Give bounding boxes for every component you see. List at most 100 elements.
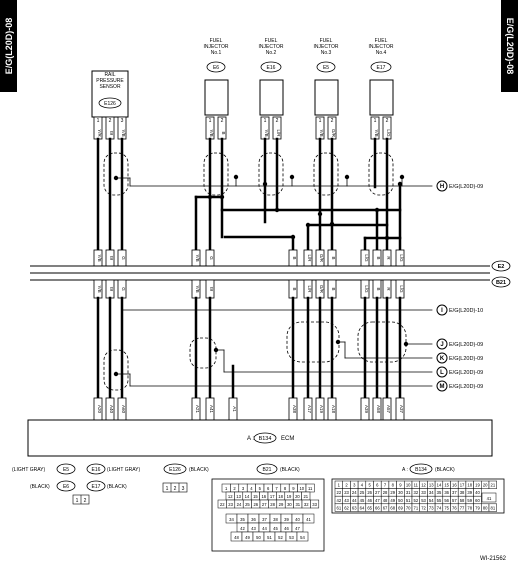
- svg-text:W: W: [109, 256, 114, 261]
- connector-pin-label: 27: [375, 490, 380, 495]
- injector-2-body: [259, 79, 284, 116]
- connector-pin-label: 45: [360, 498, 365, 503]
- svg-text:Y/B: Y/B: [195, 254, 200, 261]
- connector-pin-label: 40: [295, 517, 300, 522]
- connector-pin-label: 14: [437, 483, 442, 488]
- splice-e2-label: E2: [498, 264, 505, 270]
- injector-1-connector-oval: [206, 61, 226, 73]
- rps-connector: E126: [104, 101, 116, 107]
- connector-pin-label: 38: [460, 490, 465, 495]
- ref-l[interactable]: L E/G(L20D)-09: [436, 366, 483, 378]
- connector-pin-label: 7: [384, 483, 387, 488]
- svg-text:A60: A60: [121, 405, 126, 414]
- connector-pin-label: 8: [392, 483, 395, 488]
- svg-text:B: B: [331, 256, 336, 259]
- connector-pin-label: 9: [292, 486, 295, 491]
- ref-h[interactable]: H E/G(L20D)-09: [436, 180, 483, 192]
- pin-number: 2: [276, 118, 279, 124]
- connector-pin-label: 35: [240, 517, 245, 522]
- connector-pin-label: 32: [304, 502, 309, 507]
- connector-pin-label: 17: [460, 483, 465, 488]
- ref-m[interactable]: M E/G(L20D)-09: [436, 380, 483, 392]
- svg-text:E/G(L20D)-09: E/G(L20D)-09: [449, 384, 483, 390]
- ref-k[interactable]: K E/G(L20D)-09: [436, 352, 483, 364]
- svg-text:E126: E126: [169, 467, 181, 473]
- connector-pin-label: 34: [429, 490, 434, 495]
- injector-3-body: [314, 79, 339, 116]
- wire-color: L/G: [386, 129, 391, 137]
- svg-text:2: 2: [84, 498, 87, 504]
- section-tab-left: E/G(L20D)-08: [0, 0, 17, 92]
- connector-pin-label: 4: [361, 483, 364, 488]
- connector-pin-label: 77: [460, 505, 465, 510]
- injector-2-label-line3: No.2: [266, 50, 277, 56]
- splice-b21-label: B21: [496, 280, 506, 286]
- connector-pin-label: 26: [367, 490, 372, 495]
- connector-pin-label: 19: [287, 494, 292, 499]
- injector-2-label-line1: FUEL: [265, 38, 278, 44]
- svg-text:E5: E5: [63, 467, 69, 473]
- connector-pin-label: 35: [437, 490, 442, 495]
- connector-pin-label: 13: [236, 494, 241, 499]
- svg-text:B: B: [376, 256, 381, 259]
- rps-connector-oval: [98, 97, 122, 109]
- connector-pin-label: 59: [467, 498, 472, 503]
- shield-oval: [258, 152, 284, 196]
- svg-text:E/G(L20D)-09: E/G(L20D)-09: [449, 356, 483, 362]
- connector-pin-label: 46: [284, 526, 289, 531]
- svg-text:L/R: L/R: [307, 254, 312, 262]
- connector-pin-cell: [488, 503, 497, 512]
- connector-pin-label: 53: [421, 498, 426, 503]
- ref-h-letter: H: [440, 184, 444, 190]
- section-tab-text-right: E/G(L20D)-08: [505, 18, 515, 75]
- svg-text:Y/B: Y/B: [195, 285, 200, 292]
- wire-color: W: [109, 131, 114, 136]
- connector-pin-label: 73: [429, 505, 434, 510]
- svg-text:(BLACK): (BLACK): [435, 467, 455, 473]
- injector-4-label-line1: FUEL: [375, 38, 388, 44]
- svg-text:(BLACK): (BLACK): [189, 467, 209, 473]
- svg-text:G: G: [121, 287, 126, 291]
- ref-i[interactable]: I E/G(L20D)-10: [436, 304, 483, 316]
- svg-text:M: M: [440, 384, 445, 390]
- connector-pin-label: 41: [306, 517, 311, 522]
- connector-pin-label: 25: [245, 502, 250, 507]
- connector-pin-label: 19: [475, 483, 480, 488]
- connector-pin-label: 10: [299, 486, 304, 491]
- connector-pin-label: 68: [390, 505, 395, 510]
- connector-pin-cell: [481, 492, 497, 503]
- injector-3-label-line1: FUEL: [320, 38, 333, 44]
- connector-pin-label: 58: [460, 498, 465, 503]
- connector-pin-label: 8: [284, 486, 287, 491]
- connector-pin-label: 56: [444, 498, 449, 503]
- injector-4-label-line2: INJECTOR: [369, 44, 394, 50]
- connector-pin-label: 44: [352, 498, 357, 503]
- svg-text:J: J: [440, 342, 443, 348]
- svg-text:E17: E17: [92, 484, 101, 490]
- connector-pin-label: 31: [295, 502, 300, 507]
- connector-pin-label: 42: [240, 526, 245, 531]
- shield-oval: [368, 152, 394, 196]
- connector-pin-label: 50: [256, 535, 261, 540]
- injector-1-label-line2: INJECTOR: [204, 44, 229, 50]
- connector-pin-label: 54: [429, 498, 434, 503]
- svg-text:A41: A41: [209, 405, 214, 414]
- svg-text:A20: A20: [97, 405, 102, 414]
- connector-pin-label: 42: [337, 498, 342, 503]
- svg-text:L: L: [440, 370, 444, 376]
- legend: (LIGHT GRAY) E5 E16 (LIGHT GRAY) (BLACK)…: [12, 463, 455, 505]
- svg-text:E/G(L20D)-09: E/G(L20D)-09: [449, 342, 483, 348]
- injector-2-connector-oval: [260, 61, 282, 73]
- wire-color: Y/R: [97, 129, 102, 137]
- connector-pin-label: 33: [421, 490, 426, 495]
- wire-color: L/R: [276, 129, 281, 137]
- svg-text:B: B: [376, 287, 381, 290]
- connector-pin-label: 11: [308, 486, 313, 491]
- ref-j[interactable]: J E/G(L20D)-09: [436, 338, 483, 350]
- svg-text:A19: A19: [319, 405, 324, 414]
- connector-pin-label: 9: [399, 483, 402, 488]
- connector-pin-label: 36: [444, 490, 449, 495]
- connector-pin-label: 23: [344, 490, 349, 495]
- connector-pin-cell: [302, 513, 315, 524]
- connector-pin-cell: [488, 480, 497, 489]
